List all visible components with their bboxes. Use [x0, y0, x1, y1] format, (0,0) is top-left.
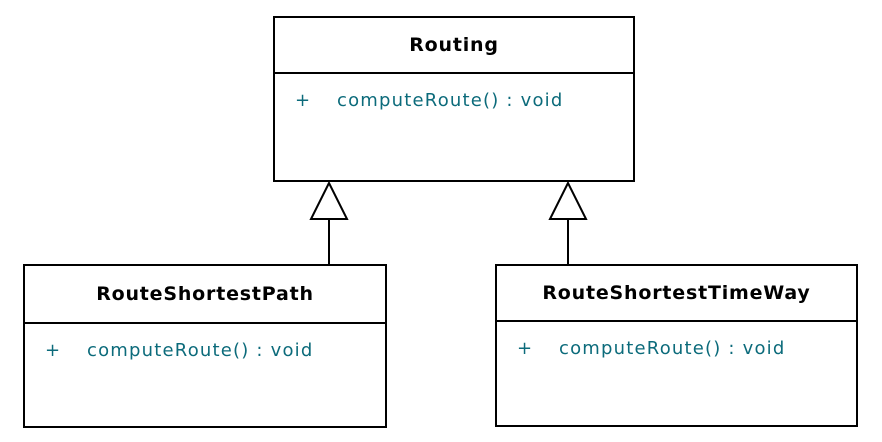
generalization-arrow-right — [548, 182, 588, 264]
methods-compartment: + computeRoute() : void — [275, 74, 633, 180]
method-entry: + computeRoute() : void — [517, 338, 856, 359]
class-box-route-shortest-path: RouteShortestPath + computeRoute() : voi… — [23, 264, 387, 428]
method-visibility: + — [45, 340, 62, 361]
class-name-routing: Routing — [275, 18, 633, 74]
method-entry: + computeRoute() : void — [45, 340, 385, 361]
method-entry: + computeRoute() : void — [295, 90, 633, 111]
generalization-arrowhead-icon — [309, 182, 349, 220]
method-signature: computeRoute() : void — [87, 340, 314, 361]
methods-compartment: + computeRoute() : void — [25, 324, 385, 426]
method-visibility: + — [517, 338, 534, 359]
class-name-route-shortest-time-way: RouteShortestTimeWay — [497, 266, 856, 322]
generalization-arrowhead-icon — [548, 182, 588, 220]
method-signature: computeRoute() : void — [559, 338, 786, 359]
method-visibility: + — [295, 90, 312, 111]
methods-compartment: + computeRoute() : void — [497, 322, 856, 425]
class-name-route-shortest-path: RouteShortestPath — [25, 266, 385, 324]
class-box-route-shortest-time-way: RouteShortestTimeWay + computeRoute() : … — [495, 264, 858, 427]
generalization-arrow-left — [309, 182, 349, 264]
class-box-routing: Routing + computeRoute() : void — [273, 16, 635, 182]
method-signature: computeRoute() : void — [337, 90, 564, 111]
